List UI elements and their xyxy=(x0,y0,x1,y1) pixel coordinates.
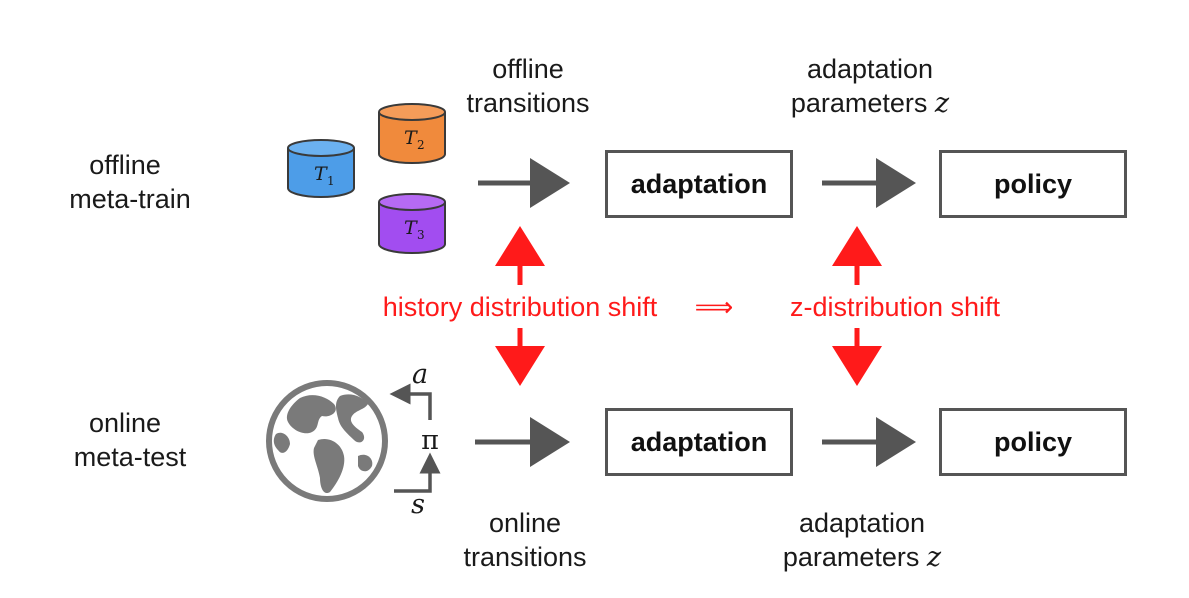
bottom-policy-label: policy xyxy=(993,426,1073,457)
history-distribution-shift: history distribution shift xyxy=(382,292,658,322)
bottom-adaptation-label: adaptation xyxy=(630,426,768,457)
bottom-params-line1: adaptation xyxy=(798,508,926,538)
top-params-line2: parameters z xyxy=(770,86,970,121)
bottom-adaptation-box: adaptation xyxy=(605,408,793,476)
dataset-t3-sub: 3 xyxy=(417,228,425,242)
row-label-online-line1: online xyxy=(88,408,162,438)
online-transitions-line2: transitions xyxy=(463,542,587,572)
dataset-t1-label: T xyxy=(314,163,328,185)
policy-pi-symbol: π xyxy=(421,425,439,456)
dataset-t2-sub: 2 xyxy=(417,138,425,152)
implies-arrow: ⟹ xyxy=(694,292,734,322)
z-distribution-shift: z-distribution shift xyxy=(789,292,1001,322)
dataset-t1-sub: 1 xyxy=(327,174,335,188)
dataset-t3-icon: T 3 xyxy=(378,193,446,254)
top-params-symbol: z xyxy=(934,88,950,119)
online-transitions-line1: online xyxy=(488,508,562,538)
state-symbol: s xyxy=(411,489,425,520)
globe-icon xyxy=(266,380,388,502)
top-params-text: parameters xyxy=(790,88,928,118)
top-policy-box: policy xyxy=(939,150,1127,218)
dataset-t2-icon: T 2 xyxy=(378,103,446,164)
bottom-policy-box: policy xyxy=(939,408,1127,476)
top-policy-label: policy xyxy=(993,168,1073,199)
offline-transitions-line1: offline xyxy=(492,54,564,84)
dataset-t1-icon: T 1 xyxy=(287,139,355,198)
action-symbol: a xyxy=(411,359,429,390)
top-params-line1: adaptation xyxy=(806,54,934,84)
dataset-t2-label: T xyxy=(404,127,418,149)
row-label-offline-line2: meta-train xyxy=(69,184,191,214)
bottom-params-line2: parameters z xyxy=(762,540,962,575)
row-label-online-line2: meta-test xyxy=(73,442,187,472)
offline-transitions-line2: transitions xyxy=(466,88,590,118)
loop-state-bracket xyxy=(394,452,441,493)
row-label-offline-line1: offline xyxy=(89,150,161,180)
dataset-t3-label: T xyxy=(404,217,418,239)
loop-action-bracket xyxy=(389,383,432,420)
top-adaptation-box: adaptation xyxy=(605,150,793,218)
bottom-params-text: parameters xyxy=(782,542,920,572)
bottom-params-symbol: z xyxy=(926,542,942,573)
top-adaptation-label: adaptation xyxy=(630,168,768,199)
